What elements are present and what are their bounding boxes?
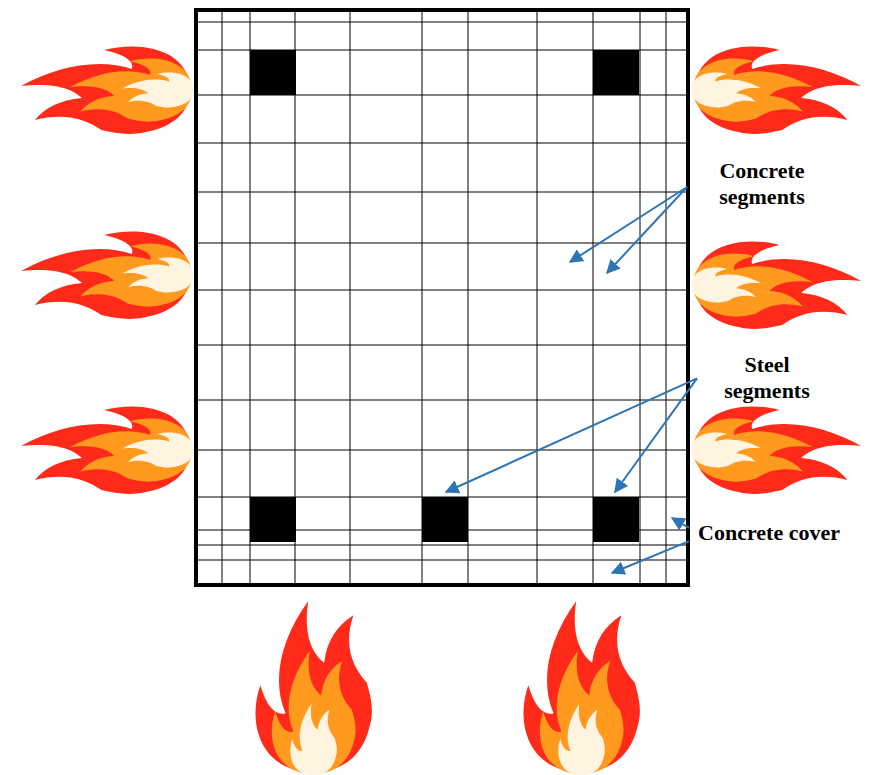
flame-inner [123, 73, 194, 108]
grid-line [196, 290, 688, 291]
grid-line [350, 10, 351, 585]
leader-lines [446, 187, 697, 573]
grid-line [196, 192, 688, 193]
flames [21, 46, 861, 775]
flame-inner [692, 73, 762, 108]
grid-line [196, 345, 688, 346]
steel-segment [250, 497, 296, 542]
leader-line [672, 518, 689, 528]
callout-label: Concrete segments [690, 158, 834, 211]
fire-flame [692, 406, 862, 494]
steel-segment [250, 50, 296, 95]
grid-line [196, 22, 688, 23]
flame-inner [123, 433, 194, 468]
flame-inner [692, 433, 762, 468]
grid-line [666, 10, 667, 585]
grid-line [222, 10, 223, 585]
steel-bars [250, 50, 639, 542]
grid-line [196, 560, 688, 561]
flame-inner [558, 704, 605, 775]
flame-inner [123, 258, 194, 293]
steel-segment [593, 50, 639, 95]
leader-line [612, 541, 689, 573]
leader-line [615, 378, 697, 492]
fire-flame [21, 46, 193, 134]
grid-line [640, 10, 641, 585]
grid-line [196, 143, 688, 144]
fire-flame [692, 241, 862, 329]
callout-label: Concrete cover [692, 520, 846, 546]
grid-line [196, 400, 688, 401]
fire-flame [21, 231, 193, 319]
grid-line [537, 10, 538, 585]
flame-inner [290, 704, 337, 775]
fire-flame [692, 46, 862, 134]
fire-flame [21, 406, 193, 494]
leader-line [607, 187, 687, 273]
leader-line [446, 378, 697, 492]
fire-flame [256, 601, 372, 775]
section-outline [196, 10, 688, 585]
fire-flame [524, 601, 640, 775]
flame-inner [692, 268, 762, 303]
steel-segment [593, 497, 639, 542]
grid-line [196, 450, 688, 451]
steel-segment [422, 497, 468, 542]
callout-label: Steel segments [700, 352, 834, 405]
segment-grid [196, 10, 688, 585]
grid-line [196, 545, 688, 546]
grid-line [196, 243, 688, 244]
